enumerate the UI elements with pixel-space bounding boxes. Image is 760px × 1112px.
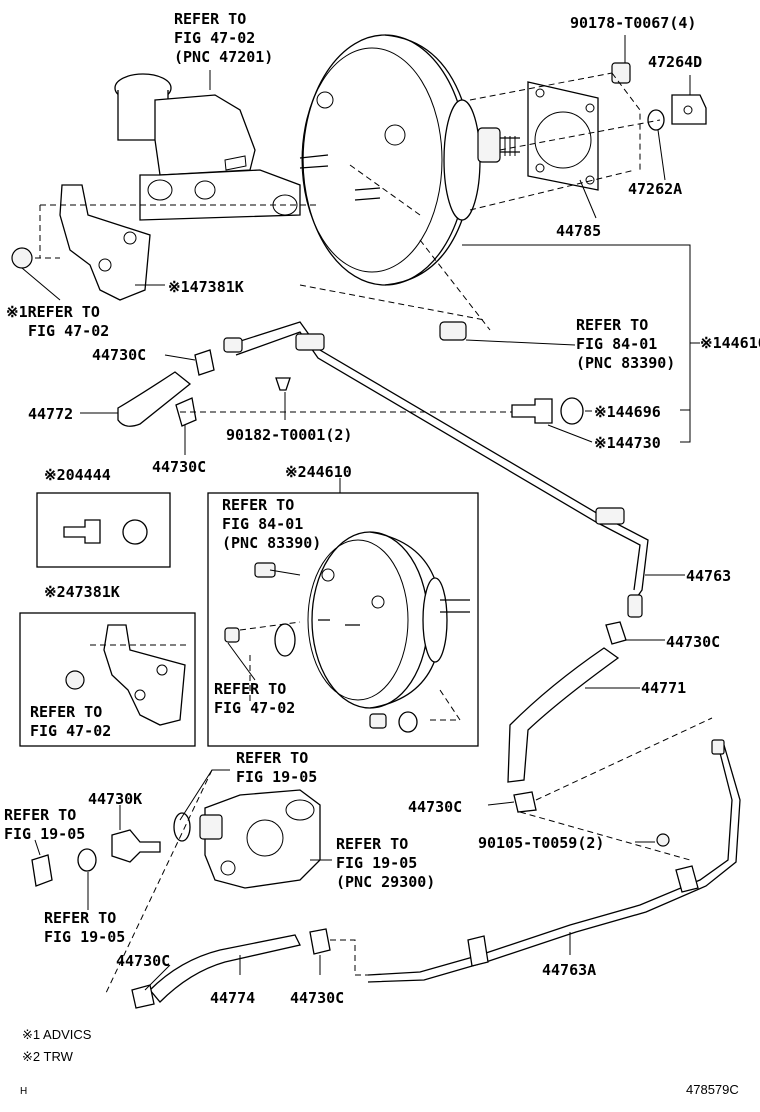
refer-fig8401-top-l1: REFER TO <box>576 316 648 334</box>
note-advics: ※1 ADVICS <box>22 1027 92 1042</box>
pin-47262a <box>647 109 665 131</box>
label-47381k: ※147381K <box>168 278 244 296</box>
box2-refer-fig4702-l1: REFER TO <box>214 680 286 698</box>
refer-fig4702-top-l2: FIG 47-02 <box>174 29 255 47</box>
label-44730c-c: 44730C <box>666 633 720 651</box>
box-44610 <box>207 492 479 747</box>
refer-fig1905-bottom-l2: FIG 19-05 <box>44 928 125 946</box>
label-44730c-d: 44730C <box>408 798 462 816</box>
brake-booster-main <box>301 34 520 286</box>
vacuum-pump <box>199 789 321 889</box>
refer-fig8401-top-l2: FIG 84-01 <box>576 335 657 353</box>
label-44771: 44771 <box>641 679 686 697</box>
box-47381k <box>19 612 196 747</box>
check-valve-44696 <box>511 397 584 425</box>
valve-top-44610 <box>439 321 467 341</box>
clamp-44730c-d <box>513 791 537 813</box>
refer-fig1905-pump-l1: REFER TO <box>236 749 308 767</box>
label-90105-t0059: 90105-T0059(2) <box>478 834 604 852</box>
refer-fig1905-left-l1: REFER TO <box>4 806 76 824</box>
labels: REFER TO FIG 47-02 (PNC 47201) 90178-T00… <box>4 10 760 1097</box>
box3-title-47381k: ※247381K <box>44 583 120 601</box>
refer-fig1905-pump2-l3: (PNC 29300) <box>336 873 435 891</box>
valve-04444 <box>63 519 148 545</box>
box3-refer-fig4702-l1: REFER TO <box>30 703 102 721</box>
brake-booster-trw <box>224 531 470 733</box>
label-44774: 44774 <box>210 989 255 1007</box>
label-44730c-f: 44730C <box>290 989 344 1007</box>
label-44785: 44785 <box>556 222 601 240</box>
label-90178-t0067: 90178-T0067(4) <box>570 14 696 32</box>
refer-fig4702-top-l3: (PNC 47201) <box>174 48 273 66</box>
refer-fig4702-top-l1: REFER TO <box>174 10 246 28</box>
refer-fig4702-left-l2: FIG 47-02 <box>28 322 109 340</box>
label-47264d: 47264D <box>648 53 702 71</box>
fitting-44730k <box>111 829 161 863</box>
box2-refer-fig8401-l1: REFER TO <box>222 496 294 514</box>
box2-refer-fig8401-l2: FIG 84-01 <box>222 515 303 533</box>
clip-90182 <box>275 377 291 391</box>
label-44730c-e: 44730C <box>116 952 170 970</box>
refer-fig1905-pump2-l1: REFER TO <box>336 835 408 853</box>
o-ring-pump <box>173 812 191 842</box>
box2-refer-fig8401-l3: (PNC 83390) <box>222 534 321 552</box>
clevis-47264d <box>671 94 707 125</box>
hose-44774 <box>149 934 301 1003</box>
label-44763: 44763 <box>686 567 731 585</box>
vacuum-hose-44763 <box>223 321 649 618</box>
footer-left-mark: H <box>20 1086 27 1097</box>
refer-fig1905-left-l2: FIG 19-05 <box>4 825 85 843</box>
label-44730c-b: 44730C <box>152 458 206 476</box>
note-trw: ※2 TRW <box>22 1049 74 1064</box>
bracket-47381k-trw <box>65 624 186 726</box>
box2-refer-fig4702-l2: FIG 47-02 <box>214 699 295 717</box>
refer-fig1905-bottom-l1: REFER TO <box>44 909 116 927</box>
label-44696: ※144696 <box>594 403 661 421</box>
box-04444 <box>36 492 171 568</box>
refer-fig4702-left-l1: ※1REFER TO <box>6 303 100 321</box>
box2-title-44610: ※244610 <box>285 463 352 481</box>
gasket-44785 <box>527 81 599 191</box>
vacuum-pipe-44763a <box>367 739 741 983</box>
hose-44772 <box>117 371 192 427</box>
master-cylinder <box>114 73 381 221</box>
label-44730-top: ※144730 <box>594 434 661 452</box>
box3-refer-fig4702-l2: FIG 47-02 <box>30 722 111 740</box>
clamp-44730c-c <box>605 621 627 645</box>
label-47262a: 47262A <box>628 180 682 198</box>
clamp-44730c-e <box>131 984 155 1009</box>
box1-title-04444: ※204444 <box>44 466 111 484</box>
bracket-47381k <box>11 184 151 301</box>
label-44730k: 44730K <box>88 790 142 808</box>
refer-fig1905-pump-l2: FIG 19-05 <box>236 768 317 786</box>
cap-refer-fig1905 <box>31 854 53 887</box>
clamp-44730c-f <box>309 928 331 955</box>
label-90182-t0001: 90182-T0001(2) <box>226 426 352 444</box>
refer-fig8401-top-l3: (PNC 83390) <box>576 354 675 372</box>
label-44610-top: ※144610 <box>700 334 760 352</box>
o-ring-small <box>77 848 97 872</box>
label-44763a: 44763A <box>542 961 596 979</box>
nut-90178 <box>611 62 631 84</box>
clamp-44730c-a <box>194 349 215 376</box>
hose-44771 <box>507 647 620 783</box>
diagram-id: 478579C <box>686 1082 739 1097</box>
label-44772: 44772 <box>28 405 73 423</box>
refer-fig1905-pump2-l2: FIG 19-05 <box>336 854 417 872</box>
label-44730c-a: 44730C <box>92 346 146 364</box>
leader-lines <box>21 35 700 991</box>
